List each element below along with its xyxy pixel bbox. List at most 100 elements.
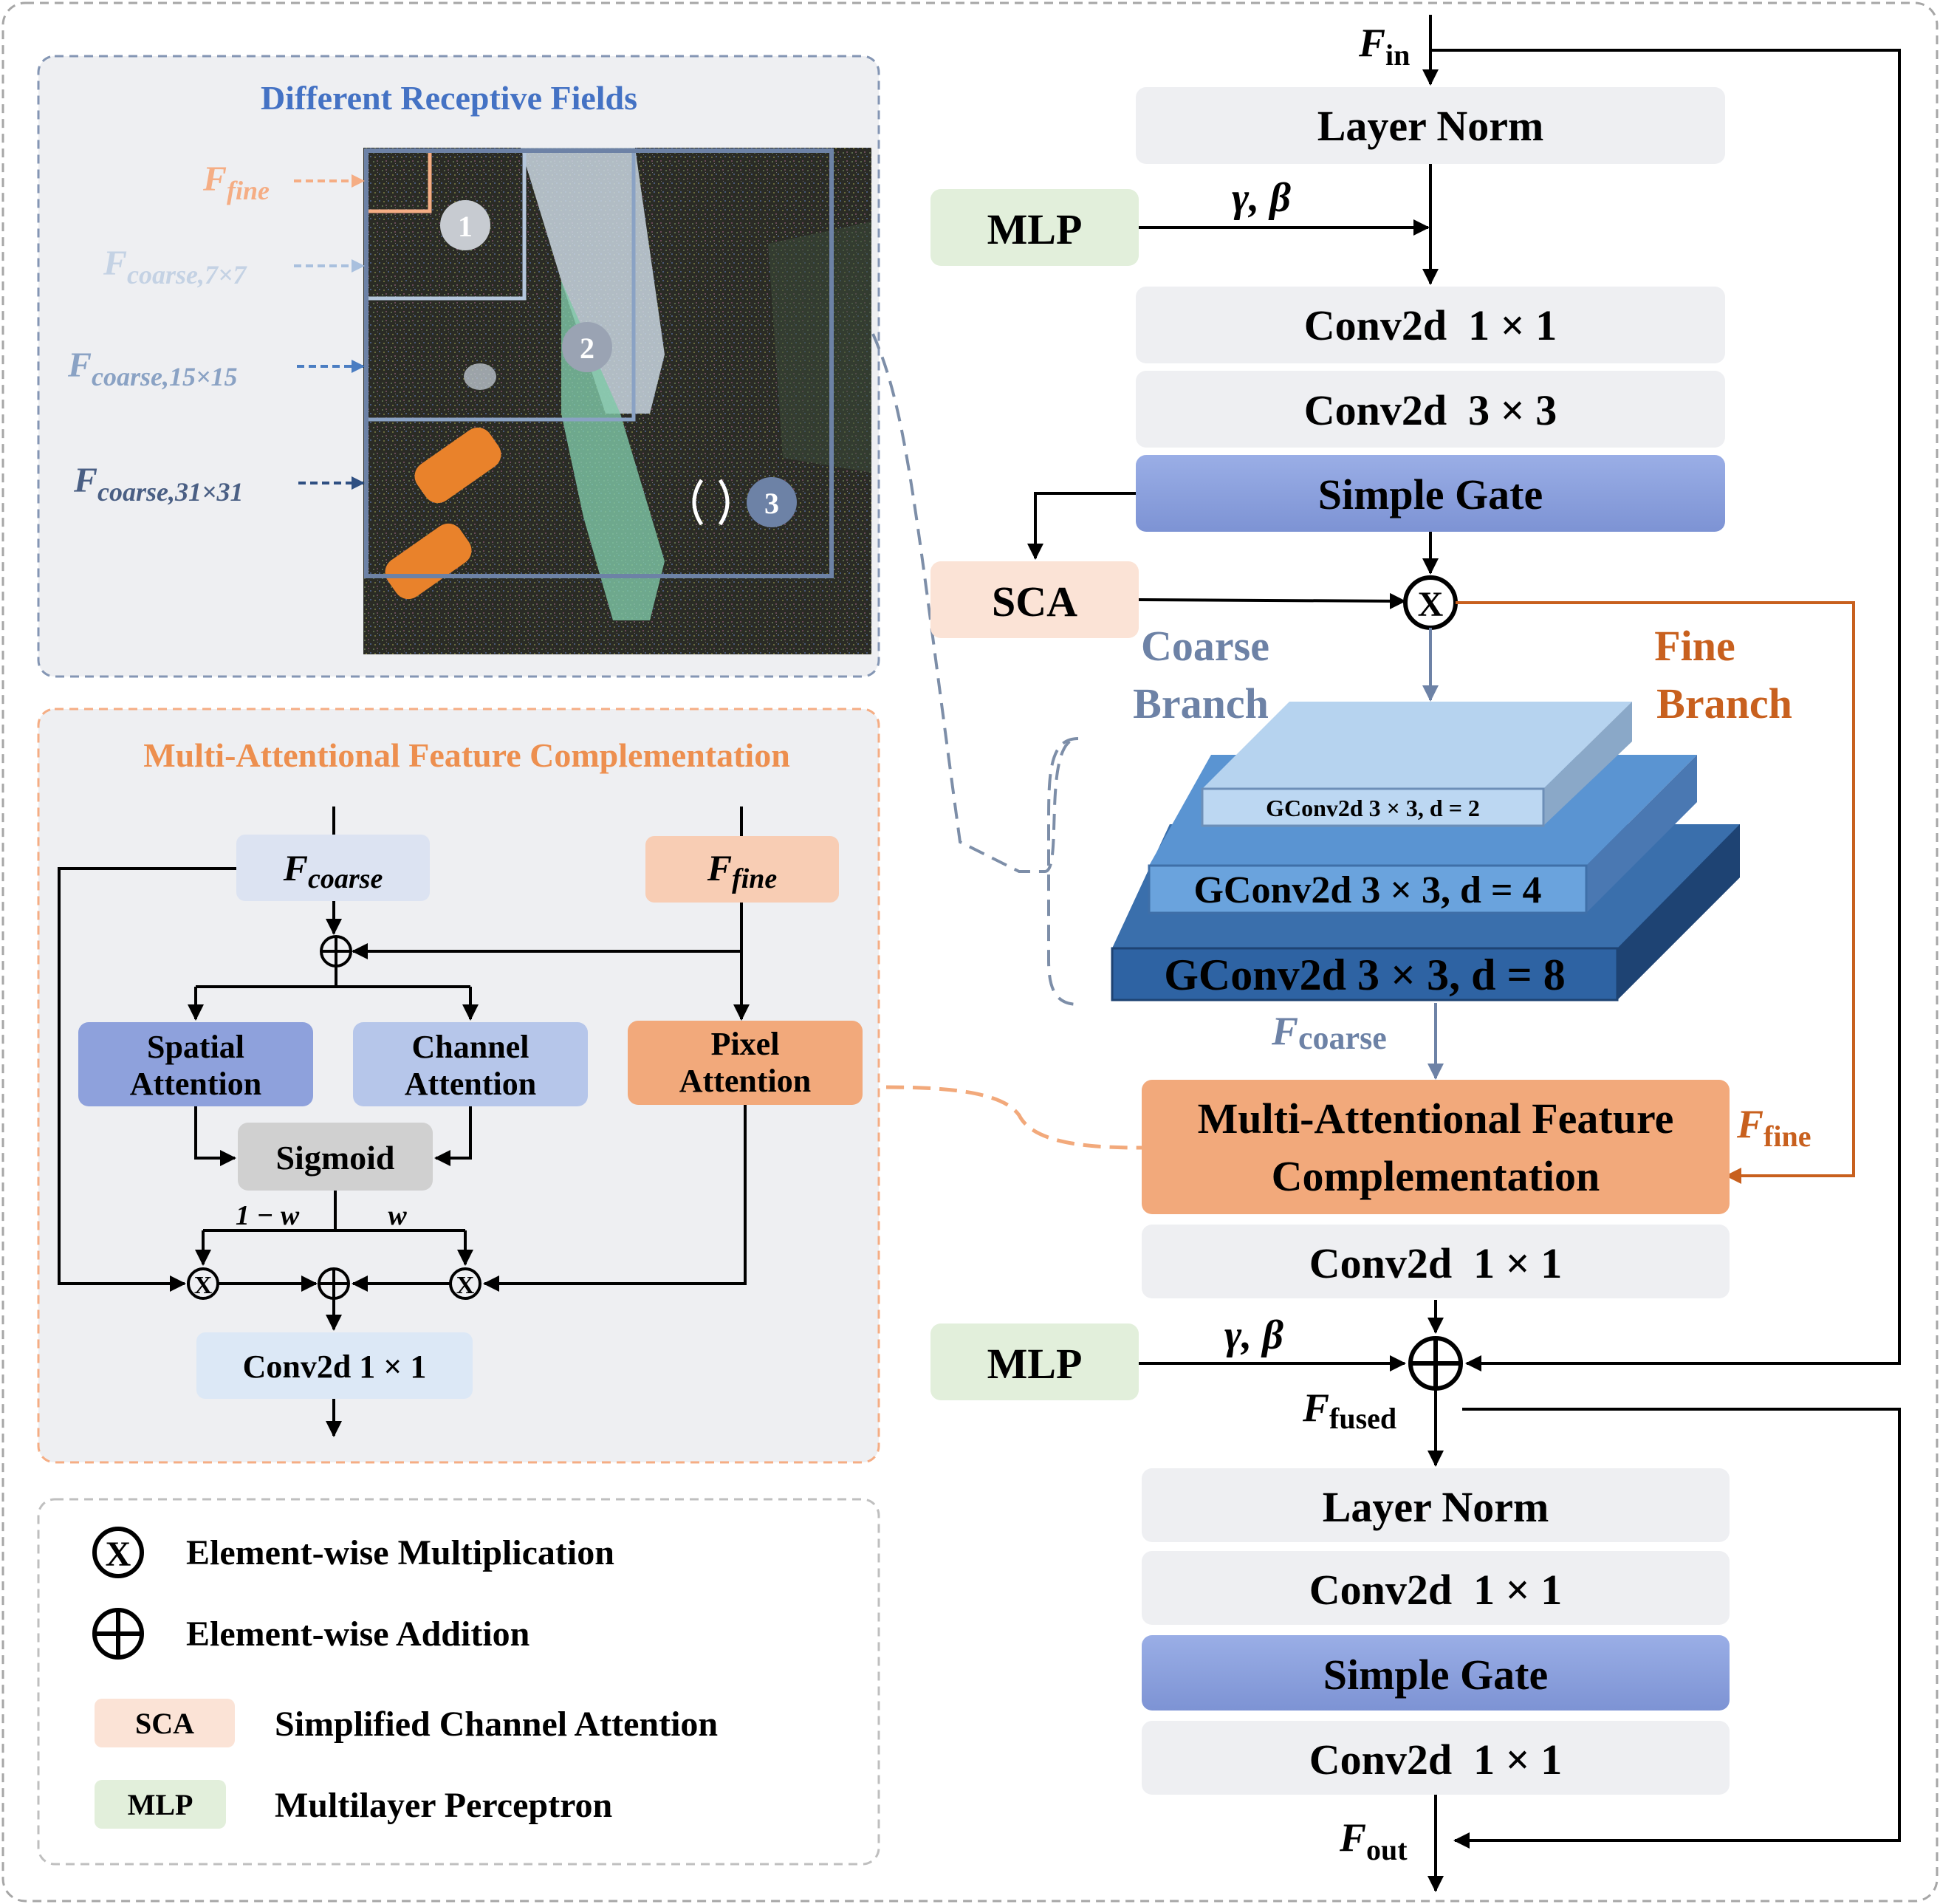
f-fused-label: Ffused <box>1302 1386 1396 1435</box>
svg-text:Pixel: Pixel <box>711 1026 780 1062</box>
svg-text:Complementation: Complementation <box>1272 1152 1600 1200</box>
mafc-f-coarse: Fcoarse <box>236 835 430 901</box>
conv1x1-c: Conv2d 1 × 1 <box>1142 1551 1730 1625</box>
legend-panel: X Element-wise Multiplication Element-wi… <box>37 1498 880 1866</box>
svg-text:GConv2d 3 × 3, d = 2: GConv2d 3 × 3, d = 2 <box>1266 795 1480 821</box>
svg-text:MLP: MLP <box>987 1340 1083 1388</box>
svg-text:SCA: SCA <box>135 1707 194 1740</box>
f-out-label: Fout <box>1339 1815 1408 1866</box>
legend-sca-label: Simplified Channel Attention <box>275 1705 718 1744</box>
svg-text:Channel: Channel <box>412 1029 529 1065</box>
legend-mult-icon: X <box>92 1527 144 1578</box>
gamma-beta-1: γ, β <box>1232 175 1291 221</box>
svg-text:Multi-Attentional Feature: Multi-Attentional Feature <box>1198 1095 1674 1143</box>
legend-add-icon <box>92 1608 144 1660</box>
pixel-attention: Pixel Attention <box>628 1021 863 1105</box>
pipeline: Fin Layer Norm MLP γ, β Conv2d 1 × 1 Con… <box>930 15 1901 1892</box>
mlp-1: MLP <box>930 189 1139 266</box>
label-f-coarse-15x15: Fcoarse,15×15 <box>67 346 238 391</box>
svg-text:GConv2d 3 × 3, d = 8: GConv2d 3 × 3, d = 8 <box>1164 951 1566 999</box>
svg-text:MLP: MLP <box>128 1788 193 1821</box>
svg-text:Attention: Attention <box>679 1063 811 1099</box>
channel-attention: Channel Attention <box>353 1022 588 1106</box>
dashed-link-mafc <box>885 1085 1142 1150</box>
label-w: w <box>388 1200 407 1231</box>
badge-1: 1 <box>440 200 490 250</box>
fine-branch-label-1: Fine <box>1654 622 1735 670</box>
svg-text:1: 1 <box>458 210 473 243</box>
label-f-fine: Ffine <box>202 160 270 205</box>
svg-text:Layer Norm: Layer Norm <box>1323 1483 1549 1531</box>
svg-text:Attention: Attention <box>130 1066 261 1102</box>
svg-text:Layer Norm: Layer Norm <box>1317 102 1544 150</box>
legend-mult-label: Element-wise Multiplication <box>186 1533 614 1572</box>
svg-text:X: X <box>194 1272 213 1299</box>
mafc-add-top <box>320 935 352 968</box>
svg-text:Conv2d 1 × 1: Conv2d 1 × 1 <box>1309 1239 1562 1287</box>
svg-text:2: 2 <box>580 332 594 365</box>
gamma-beta-2: γ, β <box>1224 1312 1283 1358</box>
receptive-fields-title: Different Receptive Fields <box>261 79 637 117</box>
svg-text:3: 3 <box>764 487 779 520</box>
spatial-attention: Spatial Attention <box>78 1022 313 1106</box>
f-coarse-label: Fcoarse <box>1271 1009 1387 1056</box>
legend-mlp-tag: MLP <box>95 1780 226 1829</box>
dashed-bracket-gconv <box>1047 737 1079 1006</box>
coarse-branch-label-1: Coarse <box>1141 622 1269 670</box>
svg-text:Conv2d 1 × 1: Conv2d 1 × 1 <box>243 1349 427 1385</box>
legend-sca-tag: SCA <box>95 1699 235 1747</box>
mafc-panel: Multi-Attentional Feature Complementatio… <box>37 708 880 1464</box>
svg-text:X: X <box>1418 585 1444 624</box>
mafc-mult-left: X <box>187 1267 219 1300</box>
mafc-block[interactable]: Multi-Attentional Feature Complementatio… <box>1142 1080 1730 1214</box>
layer-norm-1: Layer Norm <box>1136 87 1725 164</box>
f-fine-label: Ffine <box>1736 1102 1811 1153</box>
svg-text:Ffine: Ffine <box>707 847 778 894</box>
badge-3: 3 <box>747 477 797 527</box>
svg-text:Conv2d 1 × 1: Conv2d 1 × 1 <box>1304 301 1557 349</box>
svg-text:Fcoarse: Fcoarse <box>283 847 383 894</box>
label-one-minus-w: 1 − w <box>236 1200 300 1231</box>
svg-text:Conv2d 1 × 1: Conv2d 1 × 1 <box>1309 1566 1562 1614</box>
mafc-f-fine: Ffine <box>645 836 839 903</box>
fine-branch-label-2: Branch <box>1656 679 1792 727</box>
svg-text:MLP: MLP <box>987 205 1083 253</box>
label-f-coarse-31x31: Fcoarse,31×31 <box>73 461 244 507</box>
svg-text:GConv2d 3 × 3, d = 4: GConv2d 3 × 3, d = 4 <box>1193 869 1541 911</box>
layer-norm-2: Layer Norm <box>1142 1468 1730 1542</box>
coarse-branch-label-2: Branch <box>1133 679 1269 727</box>
mult-gate-sca: X <box>1403 575 1458 630</box>
conv3x3: Conv2d 3 × 3 <box>1136 371 1725 448</box>
svg-text:Conv2d 3 × 3: Conv2d 3 × 3 <box>1304 386 1557 434</box>
svg-text:Conv2d 1 × 1: Conv2d 1 × 1 <box>1309 1736 1562 1784</box>
rf-box-31x31 <box>364 148 834 578</box>
mafc-mult-right: X <box>449 1267 481 1300</box>
svg-text:Attention: Attention <box>405 1066 536 1102</box>
mafc-panel-title: Multi-Attentional Feature Complementatio… <box>143 736 790 774</box>
label-f-coarse-7x7: Fcoarse,7×7 <box>103 244 248 290</box>
mafc-conv: Conv2d 1 × 1 <box>196 1332 473 1399</box>
mlp-2: MLP <box>930 1323 1139 1400</box>
svg-text:X: X <box>106 1535 131 1574</box>
svg-text:X: X <box>456 1272 475 1299</box>
noisy-image <box>363 148 871 654</box>
conv1x1-b: Conv2d 1 × 1 <box>1142 1225 1730 1298</box>
badge-2: 2 <box>562 322 612 372</box>
svg-text:Simple Gate: Simple Gate <box>1318 470 1543 518</box>
conv1x1-d: Conv2d 1 × 1 <box>1142 1721 1730 1795</box>
legend-mlp-label: Multilayer Perceptron <box>275 1786 612 1825</box>
gconv-d2: GConv2d 3 × 3, d = 2 <box>1201 702 1632 827</box>
sca: SCA <box>930 561 1139 638</box>
dashed-link-receptive <box>871 333 1079 873</box>
receptive-fields-panel: Different Receptive Fields 1 2 <box>37 55 880 678</box>
add-residual <box>1408 1336 1463 1391</box>
simple-gate-2: Simple Gate <box>1142 1635 1730 1710</box>
legend-add-label: Element-wise Addition <box>186 1614 529 1654</box>
svg-text:Simple Gate: Simple Gate <box>1323 1651 1548 1699</box>
svg-text:Sigmoid: Sigmoid <box>275 1139 394 1177</box>
sigmoid: Sigmoid <box>238 1123 433 1191</box>
svg-text:Spatial: Spatial <box>147 1029 244 1065</box>
svg-text:SCA: SCA <box>992 578 1077 626</box>
